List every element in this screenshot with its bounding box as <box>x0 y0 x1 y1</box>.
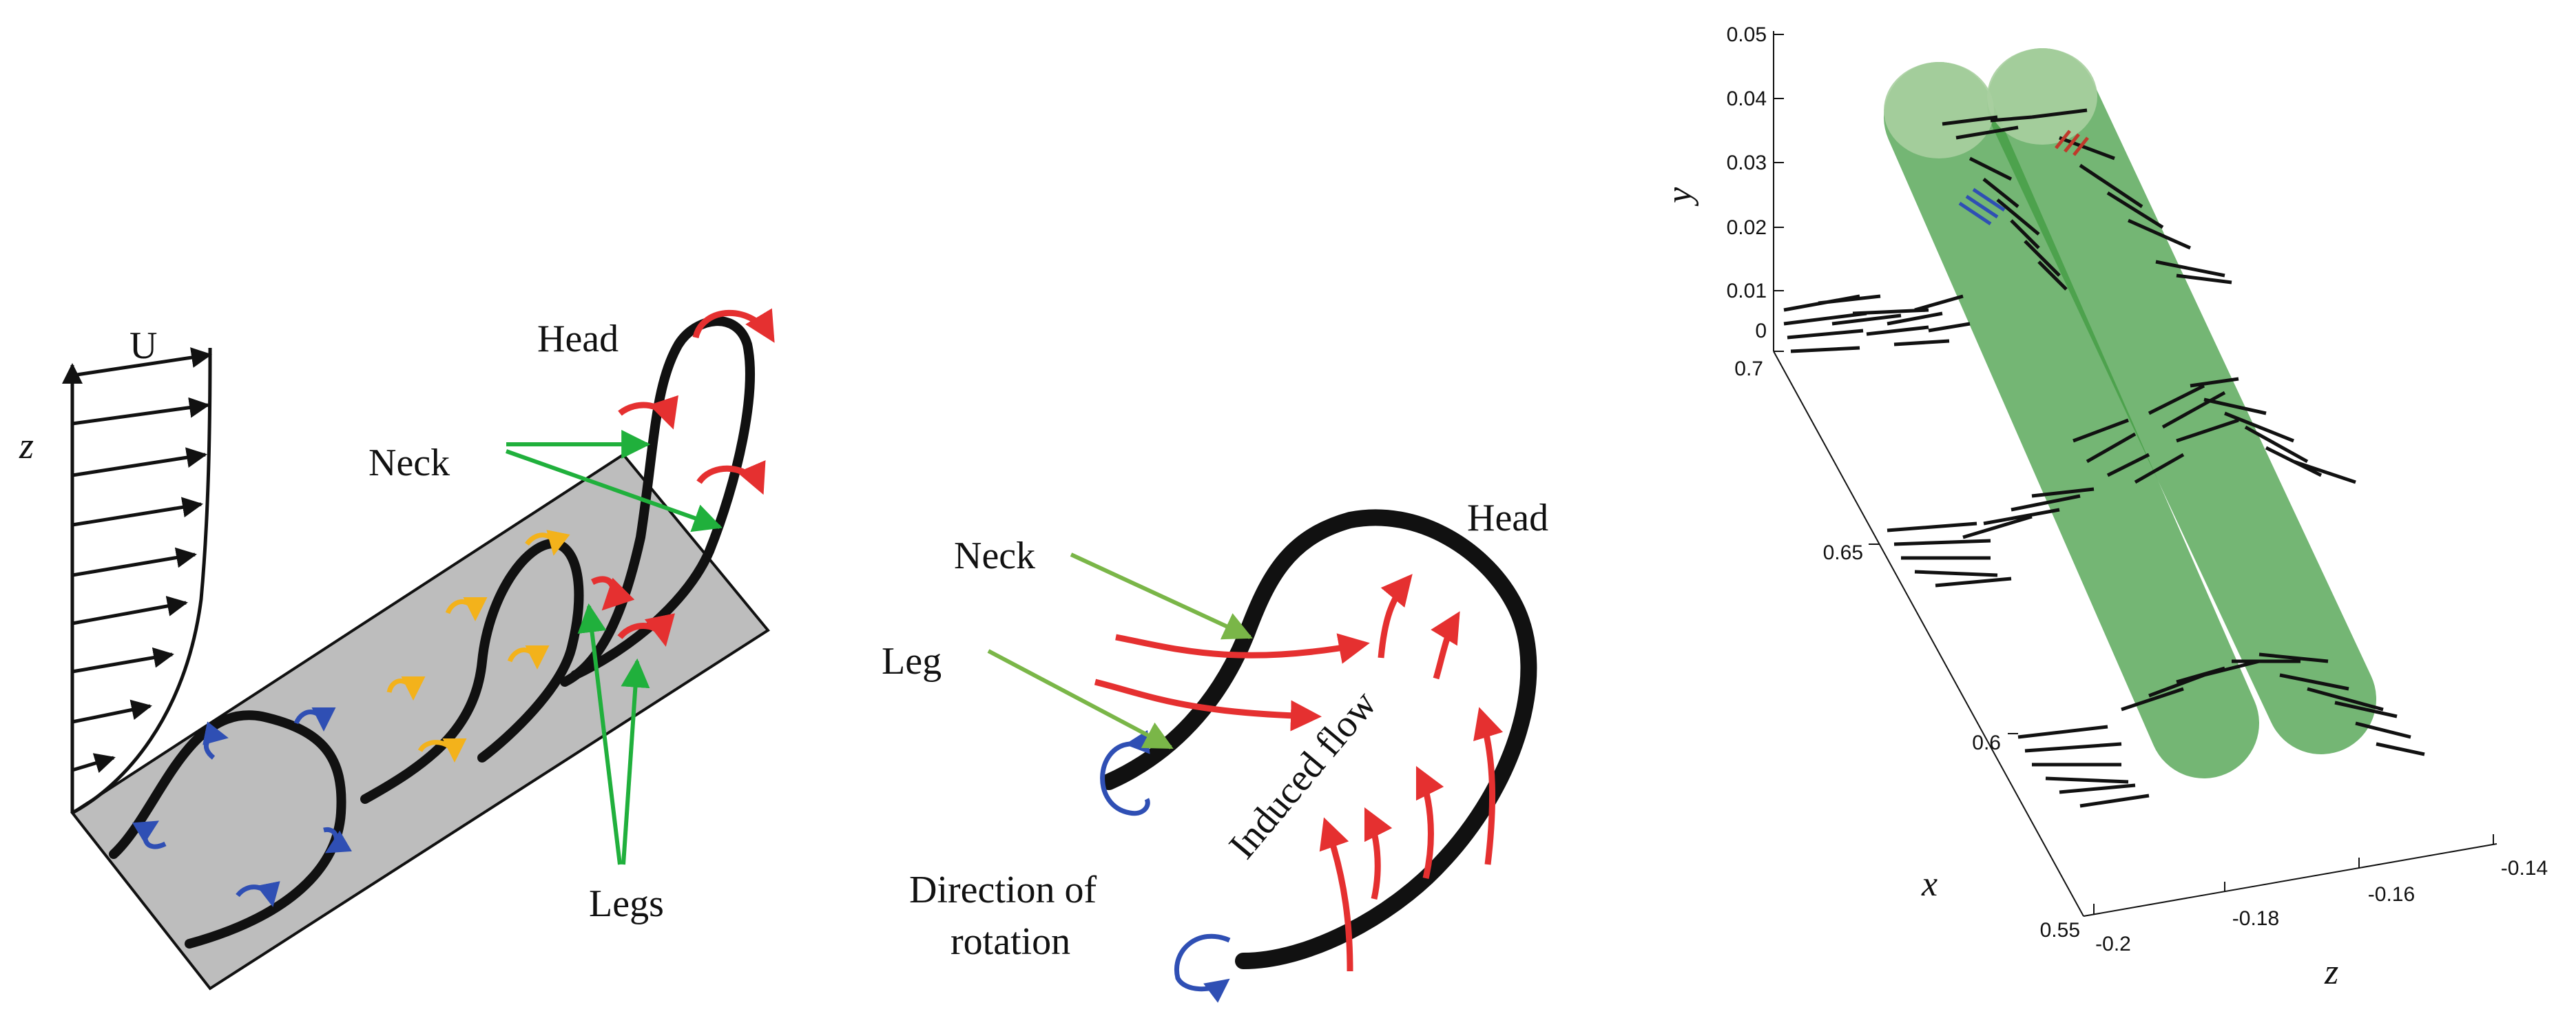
svg-text:0.6: 0.6 <box>1972 732 2001 754</box>
y-axis-label: y <box>1660 187 1699 207</box>
svg-text:0.04: 0.04 <box>1727 87 1767 110</box>
x-tick-labels: 0.7 0.65 0.6 0.55 <box>1734 358 2080 942</box>
head-label: Head <box>1467 497 1548 539</box>
svg-text:0.65: 0.65 <box>1823 541 1863 564</box>
svg-text:0.02: 0.02 <box>1727 216 1767 239</box>
velocity-profile-arrows <box>72 347 212 774</box>
svg-text:0: 0 <box>1755 320 1767 342</box>
z-tick-labels: -0.2 -0.18 -0.16 -0.14 <box>2095 857 2548 955</box>
panel-a-schematic: z U <box>19 308 775 991</box>
svg-text:-0.16: -0.16 <box>2368 883 2415 906</box>
svg-text:-0.2: -0.2 <box>2095 933 2131 955</box>
core-markers-red <box>2055 130 2089 156</box>
rotation-arrows-blue <box>1100 729 1231 1003</box>
head-label: Head <box>537 318 619 360</box>
x-axis-label: x <box>1921 864 1938 904</box>
legs-label: Legs <box>589 882 664 925</box>
panel-b-schematic: Head Neck Leg Induced flow Direction of … <box>882 497 1548 1003</box>
svg-text:-0.14: -0.14 <box>2501 857 2548 880</box>
y-tick-labels: 0.05 0.04 0.03 0.02 0.01 0 <box>1727 23 1767 342</box>
rotation-arrows-red <box>590 308 775 647</box>
neck-label: Neck <box>954 535 1035 577</box>
wall-plane <box>70 453 770 991</box>
label-pointer-arrows <box>987 552 1253 749</box>
core-markers-blue <box>1958 187 2006 226</box>
vortex-tubes <box>1884 48 2376 778</box>
svg-text:0.05: 0.05 <box>1727 23 1767 46</box>
z-axis-label: z <box>19 425 34 466</box>
plot-axes <box>1773 31 2497 917</box>
axis-tick-marks <box>1774 34 2494 914</box>
rotation-label-line1: Direction of <box>909 869 1097 911</box>
velocity-profile-curve <box>71 347 212 815</box>
rotation-label-line2: rotation <box>951 920 1070 963</box>
svg-text:0.03: 0.03 <box>1727 152 1767 174</box>
svg-text:0.01: 0.01 <box>1727 280 1767 302</box>
z-axis-label: z <box>2324 953 2338 992</box>
velocity-label: U <box>129 324 157 367</box>
induced-flow-arrows <box>1094 574 1504 972</box>
rotation-arrows-yellow <box>386 530 570 763</box>
rotation-arrows-blue <box>132 707 353 907</box>
svg-text:0.55: 0.55 <box>2040 919 2080 942</box>
leg-label: Leg <box>882 640 942 683</box>
panel-c-3d-plot: 0.05 0.04 0.03 0.02 0.01 0 0.7 0.65 0.6 … <box>1660 23 2548 992</box>
label-pointer-arrows <box>505 430 723 865</box>
velocity-vectors <box>1783 108 2425 808</box>
svg-text:-0.18: -0.18 <box>2232 907 2279 930</box>
svg-text:0.7: 0.7 <box>1734 358 1763 380</box>
neck-label: Neck <box>368 442 450 484</box>
